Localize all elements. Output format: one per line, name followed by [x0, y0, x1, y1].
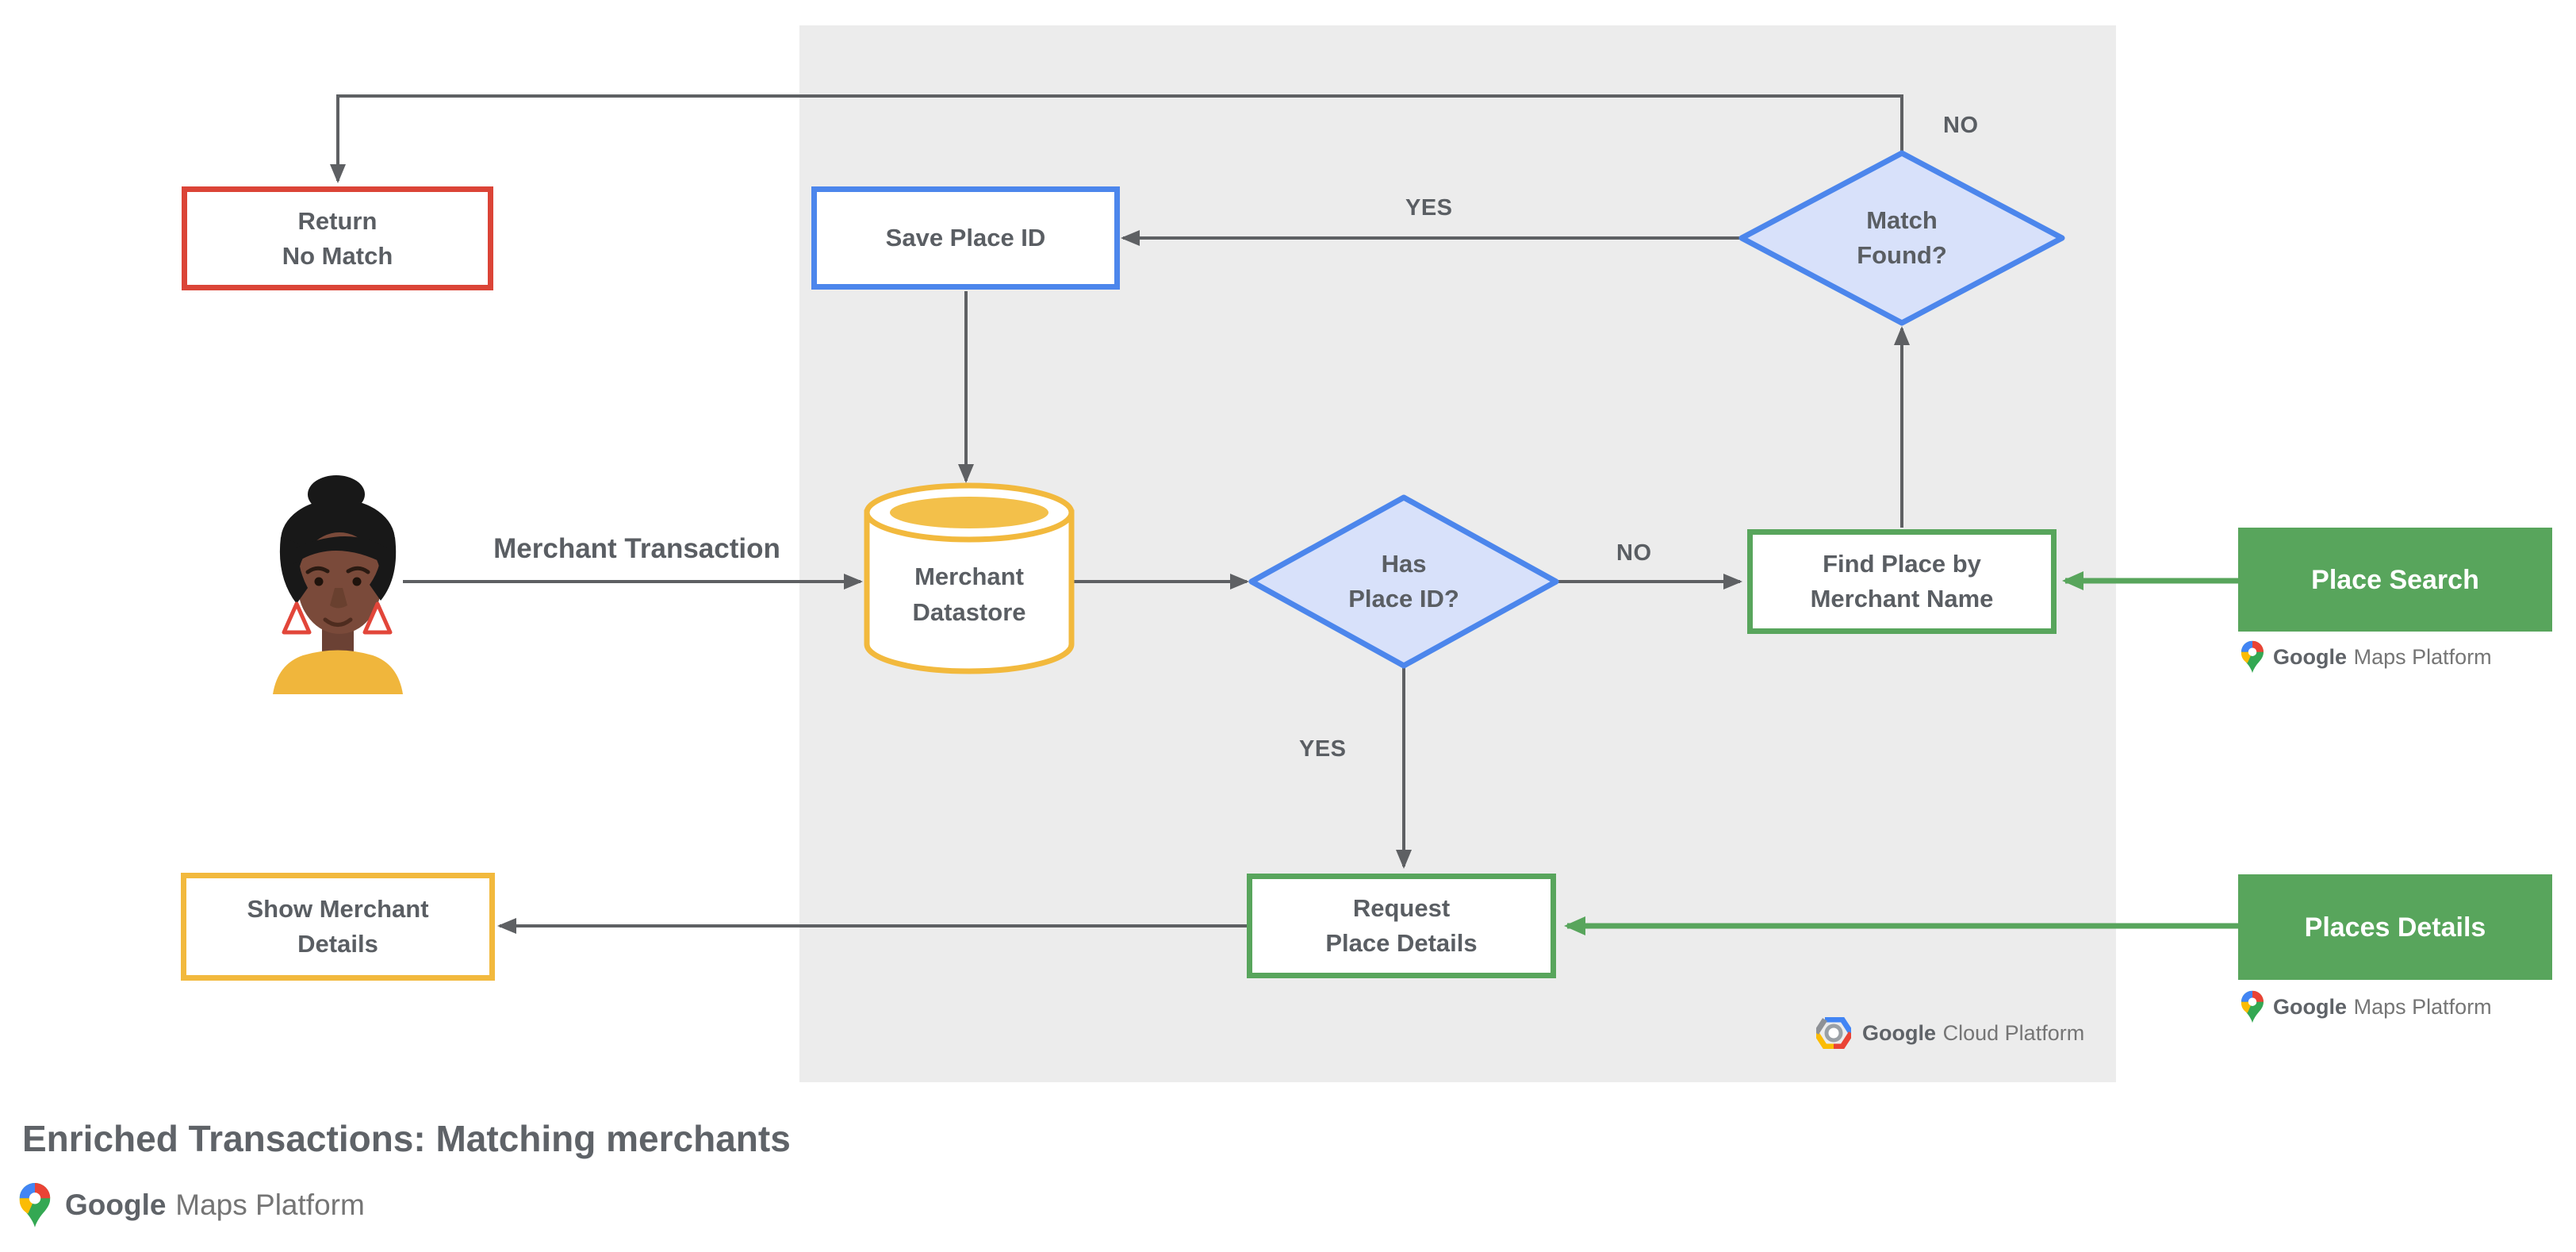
node-label: Merchant Name — [1810, 585, 1994, 613]
logo-brand-text: Google — [2273, 644, 2347, 669]
node-label: No Match — [282, 241, 393, 270]
cloud-hexagon-icon — [1816, 1017, 1851, 1049]
node-label: Show Merchant — [247, 895, 429, 923]
label-match-found: Match Found? — [1799, 203, 2005, 273]
decision-match-found — [1738, 150, 2065, 326]
node-label: Place Details — [1325, 929, 1478, 957]
logo-product-text: Maps Platform — [2353, 644, 2492, 669]
edge-label-match-no: NO — [1943, 113, 1979, 139]
edge-label-merchant-transaction: Merchant Transaction — [474, 533, 799, 565]
diagram-title: Enriched Transactions: Matching merchant… — [22, 1118, 791, 1159]
edge-match-no-return — [330, 94, 1903, 183]
node-places-details: Places Details — [2238, 874, 2552, 980]
node-label: Details — [297, 930, 378, 958]
google-maps-platform-lockup-place-search: Google Maps Platform — [2241, 635, 2492, 679]
logo-product-text: Cloud Platform — [1942, 1020, 2085, 1045]
node-label: Find Place by — [1823, 550, 1981, 578]
edge-label-text: NO — [1616, 540, 1652, 566]
user-avatar — [273, 475, 403, 694]
node-place-search: Place Search — [2238, 528, 2552, 632]
node-label: Match — [1866, 206, 1938, 234]
label-merchant-datastore: Merchant Datastore — [866, 559, 1072, 630]
node-find-place-by-merchant-name: Find Place by Merchant Name — [1747, 529, 2057, 634]
edge-label-text: NO — [1943, 113, 1979, 138]
logo-product-text: Maps Platform — [175, 1189, 365, 1221]
edge-label-text: YES — [1299, 736, 1347, 762]
node-label: Has — [1381, 550, 1427, 578]
logo-brand-text: Google — [2273, 994, 2347, 1019]
edge-label-match-yes: YES — [1405, 195, 1453, 221]
node-label: Save Place ID — [885, 224, 1046, 252]
node-label: Datastore — [912, 598, 1026, 626]
node-label: Place Search — [2311, 564, 2479, 595]
edge-label-text: Merchant Transaction — [493, 533, 780, 564]
edge-label-text: YES — [1405, 195, 1453, 221]
datastore-cylinder — [864, 482, 1075, 674]
label-has-place-id: Has Place ID? — [1301, 547, 1507, 616]
logo-brand-text: Google — [65, 1189, 167, 1221]
node-label: Return — [297, 206, 378, 235]
node-request-place-details: Request Place Details — [1247, 874, 1556, 978]
decision-has-place-id — [1248, 494, 1559, 669]
node-label: Found? — [1857, 241, 1947, 269]
node-save-place-id: Save Place ID — [811, 186, 1120, 290]
node-return-no-match: Return No Match — [182, 186, 493, 290]
logo-brand-text: Google — [1862, 1020, 1936, 1045]
node-label: Request — [1352, 894, 1451, 922]
node-label: Place ID? — [1348, 585, 1459, 613]
logo-product-text: Maps Platform — [2353, 994, 2492, 1019]
node-show-merchant-details: Show Merchant Details — [181, 873, 495, 981]
google-cloud-platform-lockup: Google Cloud Platform — [1816, 1014, 2084, 1052]
node-label: Merchant — [914, 563, 1024, 590]
maps-pin-icon — [19, 1183, 51, 1227]
maps-pin-icon — [2241, 989, 2264, 1024]
google-maps-platform-lockup-footer: Google Maps Platform — [19, 1182, 365, 1228]
maps-pin-icon — [2241, 639, 2264, 674]
edge-label-hasplace-yes: YES — [1299, 736, 1347, 762]
google-maps-platform-lockup-places-details: Google Maps Platform — [2241, 985, 2492, 1029]
edge-label-hasplace-no: NO — [1616, 540, 1652, 566]
node-label: Places Details — [2304, 912, 2486, 943]
